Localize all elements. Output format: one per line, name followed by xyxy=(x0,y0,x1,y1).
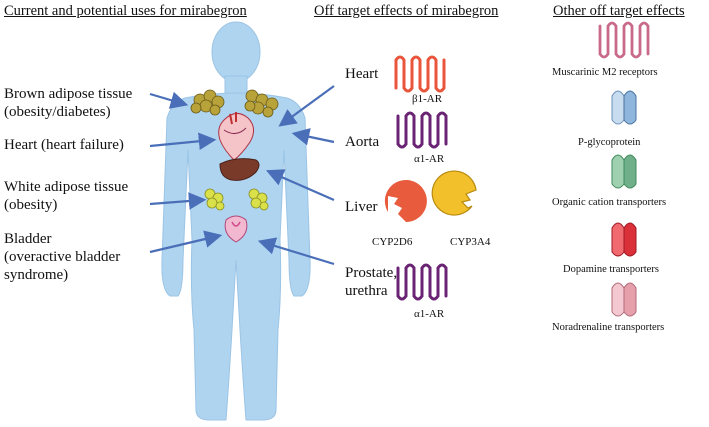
label-organ-prostate: Prostate, xyxy=(345,265,398,281)
label-alpha1-ar-prostate: α1-AR xyxy=(414,308,445,320)
muscarinic-m2-receptor-icon xyxy=(598,21,650,59)
header-off-target: Off target effects of mirabegron xyxy=(314,3,499,19)
label-brown-adipose-sub: (obesity/diabetes) xyxy=(4,104,111,120)
cyp2d6-enzyme-icon xyxy=(384,180,427,222)
bladder-icon xyxy=(224,215,248,243)
beta1-receptor-icon xyxy=(394,55,446,93)
liver-icon xyxy=(219,158,260,181)
label-organ-urethra: urethra xyxy=(345,283,388,299)
label-organ-heart: Heart xyxy=(345,66,379,82)
header-other-effects: Other off target effects xyxy=(553,3,685,19)
label-cyp3a4: CYP3A4 xyxy=(450,236,491,248)
alpha1-receptor-aorta-icon xyxy=(396,111,448,149)
label-brown-adipose: Brown adipose tissue xyxy=(4,86,133,102)
label-cyp2d6: CYP2D6 xyxy=(372,236,413,248)
label-bladder: Bladder xyxy=(4,231,52,247)
label-organic-cation-transporters: Organic cation transporters xyxy=(552,197,667,208)
label-p-glycoprotein: P-glycoprotein xyxy=(578,137,641,148)
label-heart-failure: Heart (heart failure) xyxy=(4,137,124,153)
label-muscarinic-m2: Muscarinic M2 receptors xyxy=(552,67,658,78)
dopamine-transporter-icon xyxy=(611,222,637,257)
label-beta1-ar: β1-AR xyxy=(412,93,443,105)
organic-cation-transporter-icon xyxy=(611,154,637,189)
label-noradrenaline-transporters: Noradrenaline transporters xyxy=(552,322,665,333)
noradrenaline-transporter-icon xyxy=(611,282,637,317)
cyp3a4-enzyme-icon xyxy=(431,170,477,216)
label-bladder-sub1: (overactive bladder xyxy=(4,249,121,265)
header-current-uses: Current and potential uses for mirabegro… xyxy=(4,3,247,19)
label-alpha1-ar-aorta: α1-AR xyxy=(414,153,445,165)
arrows-left xyxy=(149,91,223,254)
alpha1-receptor-prostate-icon xyxy=(396,263,448,301)
label-white-adipose-sub: (obesity) xyxy=(4,197,58,213)
label-organ-aorta: Aorta xyxy=(345,134,380,150)
white-adipose-icon xyxy=(204,188,269,211)
label-white-adipose: White adipose tissue xyxy=(4,179,129,195)
label-dopamine-transporters: Dopamine transporters xyxy=(563,264,659,275)
heart-icon xyxy=(218,112,254,161)
arrows-right xyxy=(257,85,335,266)
p-glycoprotein-icon xyxy=(611,90,637,125)
brown-adipose-icon xyxy=(190,89,279,118)
label-bladder-sub2: syndrome) xyxy=(4,267,69,283)
label-organ-liver: Liver xyxy=(345,199,378,215)
